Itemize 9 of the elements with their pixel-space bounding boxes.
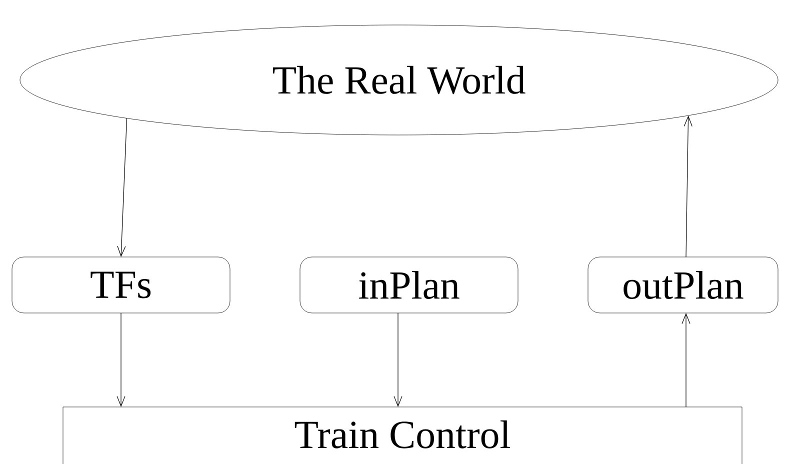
process-box: Train Control [62,406,742,464]
arrow [684,116,692,258]
arrow [116,312,126,407]
rounded-box: inPlan [300,256,518,314]
arrow [117,118,128,257]
rounded-box: outPlan [588,256,778,314]
rounded-box: TFs [12,256,230,314]
arrow [394,312,402,407]
arrow [682,312,690,408]
